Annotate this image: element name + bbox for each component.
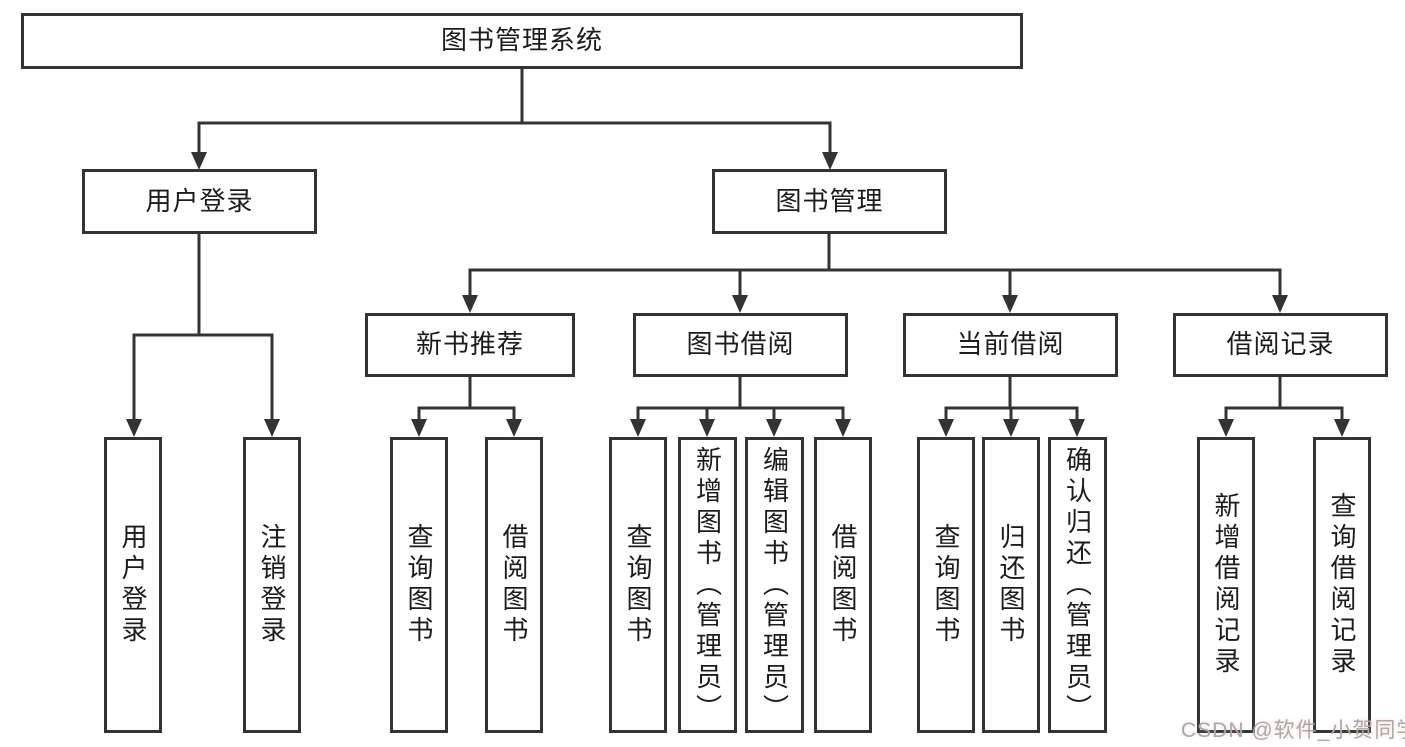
- connector-root-to-level2: [197, 69, 832, 153]
- leaf-records-add-borrow-record: 新增借阅记录: [1197, 437, 1255, 733]
- connector-book-borrow-to-leaves: [636, 377, 845, 421]
- connector-current-borrow-to-leaves: [944, 377, 1079, 421]
- connector-new-book-rec-to-leaves: [417, 377, 516, 421]
- node-library-management-system: 图书管理系统: [21, 13, 1023, 69]
- leaf-borrow-borrow-books: 借阅图书: [814, 437, 872, 733]
- leaf-current-confirm-return-admin: 确认归还（管理员）: [1048, 437, 1107, 733]
- leaf-borrow-add-books-admin: 新增图书（管理员）: [678, 437, 737, 733]
- node-user-login: 用户登录: [82, 169, 317, 234]
- connector-user-login-to-leaves: [132, 234, 274, 421]
- leaf-current-query-books: 查询图书: [917, 437, 975, 733]
- leaf-user-login: 用户登录: [104, 437, 162, 733]
- leaf-borrow-query-books: 查询图书: [609, 437, 667, 733]
- node-new-book-recommend: 新书推荐: [365, 313, 575, 377]
- leaf-records-query-borrow-record: 查询借阅记录: [1313, 437, 1371, 733]
- arrowheads: [126, 152, 1350, 437]
- csdn-watermark: CSDN @软件_小贺同学: [1181, 719, 1405, 742]
- node-book-borrowing: 图书借阅: [633, 313, 848, 377]
- leaf-logout: 注销登录: [243, 437, 301, 733]
- node-current-borrowing: 当前借阅: [903, 313, 1118, 377]
- node-book-management: 图书管理: [712, 169, 947, 234]
- leaf-borrow-edit-books-admin: 编辑图书（管理员）: [745, 437, 804, 733]
- leaf-current-return-books: 归还图书: [982, 437, 1040, 733]
- connector-book-mgmt-to-level3: [468, 234, 1282, 297]
- connector-borrow-records-to-leaves: [1224, 377, 1344, 421]
- leaf-rec-borrow-books: 借阅图书: [485, 437, 543, 733]
- node-borrowing-records: 借阅记录: [1173, 313, 1388, 377]
- leaf-rec-query-books: 查询图书: [390, 437, 448, 733]
